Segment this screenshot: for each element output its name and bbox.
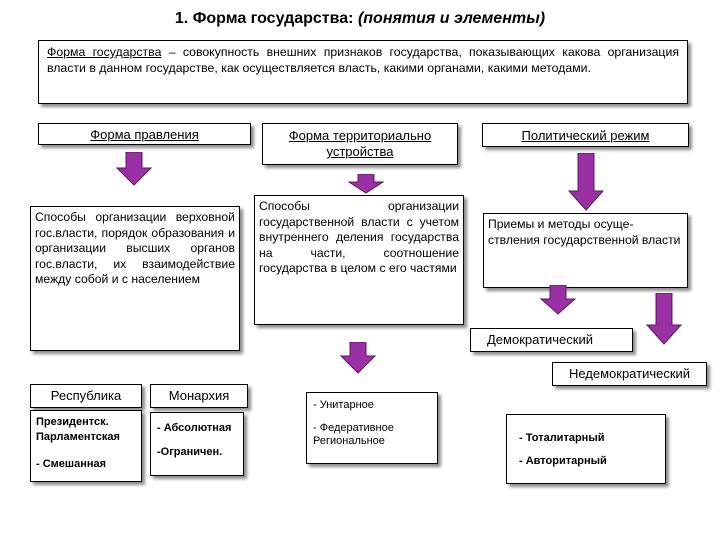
regime-description: Приемы и методы осуще-ствления государст… bbox=[483, 213, 688, 288]
definition-box: Форма государства – совокупность внешних… bbox=[38, 40, 688, 104]
arrow-down-icon bbox=[646, 293, 682, 345]
monarchy-subtype-item: -Ограничен. bbox=[157, 446, 223, 458]
regime-header-label: Политический режим bbox=[521, 128, 650, 143]
monarchy-subtype-item: - Абсолютная bbox=[157, 422, 232, 434]
nondemocratic-subtype-item: - Авторитарный bbox=[519, 455, 607, 467]
nondemocratic-regime-label: Недемократический bbox=[568, 366, 691, 381]
definition-term: Форма государства bbox=[47, 45, 162, 59]
territorial-description: Способы организации государственной влас… bbox=[254, 195, 464, 325]
title-main: 1. Форма государства: bbox=[174, 10, 354, 27]
definition-text: – совокупность внешних признаков государ… bbox=[47, 45, 680, 75]
government-header: Форма правления bbox=[38, 123, 251, 145]
monarchy-label: Монархия bbox=[168, 388, 230, 403]
arrow-down-icon bbox=[348, 174, 384, 194]
republic-label: Республика bbox=[50, 388, 122, 403]
government-description: Способы организации верховной гос.власти… bbox=[30, 206, 240, 351]
territorial-description-text: Способы организации государственной влас… bbox=[259, 199, 459, 275]
territorial-header: Форма территориально устройства bbox=[262, 123, 458, 165]
democratic-regime-label: Демократический bbox=[487, 332, 593, 347]
republic-subtype-item: - Смешанная bbox=[36, 458, 107, 470]
arrow-down-icon bbox=[540, 285, 576, 315]
regime-description-text: Приемы и методы осуще-ствления государст… bbox=[488, 217, 681, 247]
nondemocratic-subtype-item: - Тоталитарный bbox=[519, 432, 605, 444]
arrow-down-icon bbox=[340, 342, 376, 374]
regime-header: Политический режим bbox=[482, 123, 689, 147]
arrow-down-icon bbox=[568, 153, 604, 211]
arrow-down-icon bbox=[116, 152, 152, 186]
nondemocratic-subtypes: - Тоталитарный - Авторитарный bbox=[506, 414, 666, 484]
monarchy-box: Монархия bbox=[150, 384, 248, 408]
nondemocratic-regime: Недемократический bbox=[552, 362, 707, 386]
republic-subtypes: Президентск. Парламентская - Смешанная bbox=[30, 410, 142, 482]
territorial-type-item: - Унитарное bbox=[313, 399, 374, 411]
territorial-header-label: Форма территориально устройства bbox=[288, 128, 432, 159]
government-description-text: Способы организации верховной гос.власти… bbox=[35, 210, 235, 286]
monarchy-subtypes: - Абсолютная -Ограничен. bbox=[150, 412, 244, 476]
republic-subtype-item: Президентск. Парламентская bbox=[36, 416, 120, 443]
page-title: 1. Форма государства: (понятия и элемент… bbox=[0, 10, 720, 28]
title-sub: (понятия и элементы) bbox=[357, 10, 546, 27]
territorial-types: - Унитарное - Федеративное Региональное bbox=[306, 392, 438, 464]
democratic-regime: Демократический bbox=[470, 328, 633, 352]
territorial-type-item: - Федеративное Региональное bbox=[313, 422, 394, 447]
government-header-label: Форма правления bbox=[90, 127, 199, 142]
republic-box: Республика bbox=[30, 384, 142, 408]
